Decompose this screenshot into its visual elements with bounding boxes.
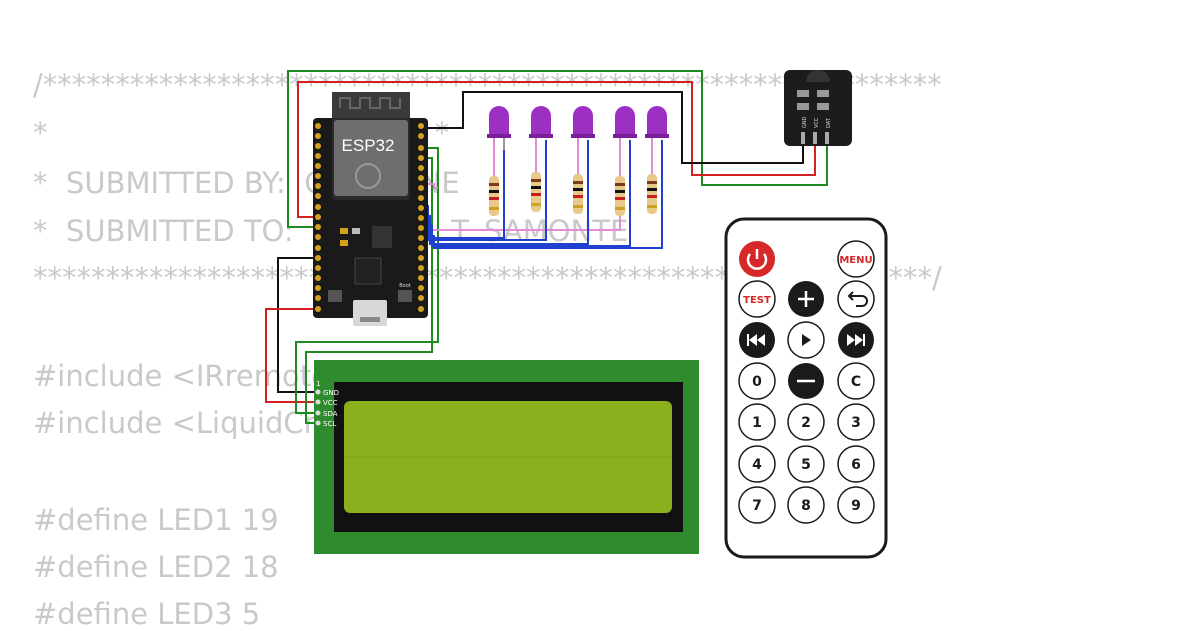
wire-green-ir-gnd[interactable]	[287, 70, 828, 228]
digit-7-label: 7	[752, 498, 762, 514]
test-button[interactable]: TEST	[738, 280, 776, 318]
previous-button[interactable]	[739, 322, 775, 358]
espressif-logo-icon	[355, 163, 381, 189]
lcd-pin-vcc-label: VCC	[323, 399, 338, 407]
ir-pin-dat-label: DAT	[826, 117, 832, 128]
resistor-4	[615, 176, 625, 216]
lcd-pin-marker: 1	[316, 380, 320, 388]
digit-1-label: 1	[752, 415, 762, 431]
back-arrow-icon	[849, 295, 868, 307]
wire-green-lcd-scl[interactable]	[305, 157, 433, 424]
next-button[interactable]	[838, 322, 874, 358]
back-button[interactable]	[837, 280, 875, 318]
menu-label: MENU	[839, 255, 872, 266]
digit-8-label: 8	[801, 498, 811, 514]
digit-1-button[interactable]: 1	[738, 403, 776, 441]
wire-black-ir-dat[interactable]	[418, 91, 804, 164]
ir-pin-gnd-label: GND	[802, 116, 808, 128]
digit-3-button[interactable]: 3	[837, 403, 875, 441]
lcd-pin-scl-label: SCL	[323, 420, 336, 428]
esp32-right-pins	[418, 123, 424, 312]
lcd-display[interactable]: 1 GND VCC SDA SCL	[314, 360, 699, 554]
clear-button[interactable]: C	[837, 362, 875, 400]
code-line-10: #define LED3 5	[33, 597, 261, 631]
digit-2-label: 2	[801, 415, 811, 431]
play-button[interactable]	[787, 321, 825, 359]
boot-label: Boot	[399, 283, 411, 289]
digit-4-label: 4	[752, 457, 762, 473]
digit-7-button[interactable]: 7	[738, 486, 776, 524]
digit-4-button[interactable]: 4	[738, 445, 776, 483]
esp32-left-pins	[315, 123, 321, 312]
digit-9-button[interactable]: 9	[837, 486, 875, 524]
test-label: TEST	[743, 295, 771, 306]
wire-red-ir-vcc[interactable]	[297, 81, 816, 218]
clear-label: C	[851, 374, 861, 390]
digit-3-label: 3	[851, 415, 861, 431]
menu-button[interactable]: MENU	[837, 240, 875, 278]
resistor-1	[489, 176, 499, 216]
play-icon	[802, 334, 811, 346]
digit-0-button[interactable]: 0	[738, 362, 776, 400]
lcd-pin-gnd-label: GND	[323, 389, 339, 397]
minus-button[interactable]	[788, 363, 824, 399]
code-line-2: * *	[33, 116, 450, 150]
digit-5-label: 5	[801, 457, 811, 473]
ir-receiver-module[interactable]: GND VCC DAT	[784, 70, 852, 146]
lcd-pin-sda-label: SDA	[323, 410, 338, 418]
usb-port	[353, 300, 387, 326]
digit-0-label: 0	[752, 374, 762, 390]
ir-remote[interactable]: MENU TEST	[724, 217, 888, 559]
esp32-board[interactable]: ESP32 Boot	[313, 92, 428, 326]
digit-8-button[interactable]: 8	[787, 486, 825, 524]
digit-6-button[interactable]: 6	[837, 445, 875, 483]
rewind-icon	[747, 334, 765, 346]
digit-2-button[interactable]: 2	[787, 403, 825, 441]
digit-5-button[interactable]: 5	[787, 445, 825, 483]
boot-button[interactable]	[398, 290, 412, 302]
digit-6-label: 6	[851, 457, 861, 473]
code-line-8: #define LED1 19	[33, 503, 279, 537]
plus-icon	[798, 291, 814, 307]
fast-forward-icon	[847, 334, 865, 346]
led-array	[487, 106, 669, 230]
wire-blue-led5[interactable]	[420, 140, 663, 249]
wire-green-lcd-sda[interactable]	[295, 147, 439, 414]
resistor-5	[647, 174, 657, 214]
code-line-9: #define LED2 18	[33, 550, 279, 584]
resistor-2	[531, 172, 541, 212]
power-button[interactable]	[739, 241, 775, 277]
plus-button[interactable]	[788, 281, 824, 317]
led-1[interactable]	[487, 106, 511, 188]
en-button[interactable]	[328, 290, 342, 302]
wire-black-lcd-gnd[interactable]	[277, 257, 318, 393]
wire-red-lcd-vcc[interactable]	[265, 308, 318, 403]
ir-pin-vcc-label: VCC	[814, 117, 820, 128]
resistor-3	[573, 174, 583, 214]
esp32-label: ESP32	[342, 136, 395, 155]
digit-9-label: 9	[851, 498, 861, 514]
